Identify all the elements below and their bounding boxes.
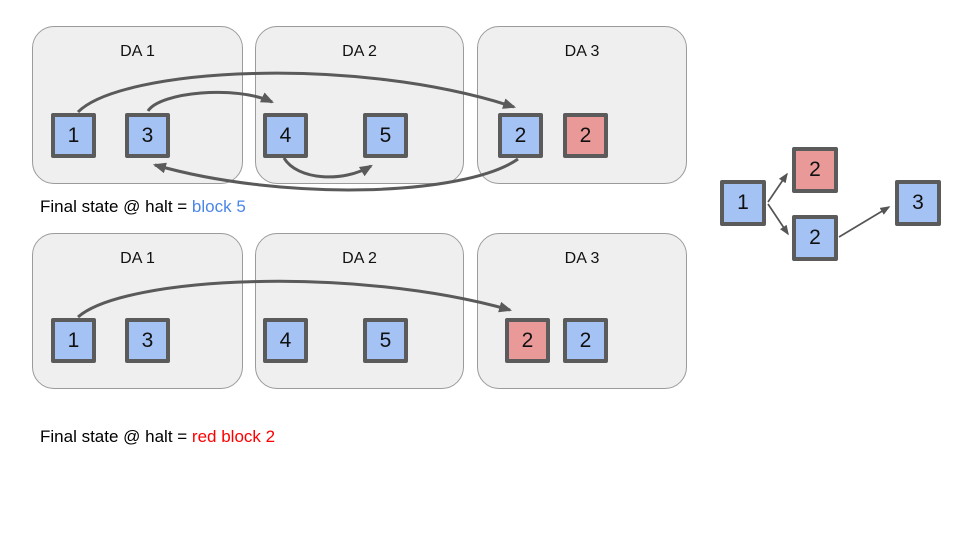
da2-panel-scenario2: DA 2 xyxy=(255,233,464,389)
block-2-blue-s2: 2 xyxy=(563,318,608,363)
da3-title-s2: DA 3 xyxy=(564,250,600,267)
block-1-s2: 1 xyxy=(51,318,96,363)
block-2-red-s1: 2 xyxy=(563,113,608,158)
caption2-result: red block 2 xyxy=(191,427,276,446)
block-5-s2: 5 xyxy=(363,318,408,363)
block-1-s1: 1 xyxy=(51,113,96,158)
graph-node-1: 1 xyxy=(720,180,766,226)
da3-panel-scenario1: DA 3 xyxy=(477,26,687,184)
graph-node-2-blue: 2 xyxy=(792,215,838,261)
edge-1-to-2red-icon xyxy=(767,172,788,203)
da2-title: DA 2 xyxy=(342,43,377,60)
block-4-s1: 4 xyxy=(263,113,308,158)
block-4-s2: 4 xyxy=(263,318,308,363)
block-2-red-s2: 2 xyxy=(505,318,550,363)
da1-title: DA 1 xyxy=(120,43,155,60)
caption1-prefix: Final state @ halt = xyxy=(40,197,192,216)
caption1-result: block 5 xyxy=(191,197,246,216)
da3-panel-scenario2: DA 3 xyxy=(477,233,687,389)
caption-scenario1: Final state @ halt = block 5 xyxy=(40,197,246,217)
edge-1-to-2blue-icon xyxy=(767,203,789,236)
block-2-blue-s1: 2 xyxy=(498,113,543,158)
da1-panel-scenario1: DA 1 xyxy=(32,26,243,184)
block-3-s1: 3 xyxy=(125,113,170,158)
block-5-s1: 5 xyxy=(363,113,408,158)
graph-node-3: 3 xyxy=(895,180,941,226)
da2-title-s2: DA 2 xyxy=(342,250,377,267)
caption2-prefix: Final state @ halt = xyxy=(40,427,192,446)
block-3-s2: 3 xyxy=(125,318,170,363)
edge-2blue-to-3-icon xyxy=(838,206,891,238)
da3-title: DA 3 xyxy=(564,43,600,60)
caption-scenario2: Final state @ halt = red block 2 xyxy=(40,427,275,447)
da1-title-s2: DA 1 xyxy=(120,250,155,267)
da1-panel-scenario2: DA 1 xyxy=(32,233,243,389)
da2-panel-scenario1: DA 2 xyxy=(255,26,464,184)
graph-node-2-red: 2 xyxy=(792,147,838,193)
